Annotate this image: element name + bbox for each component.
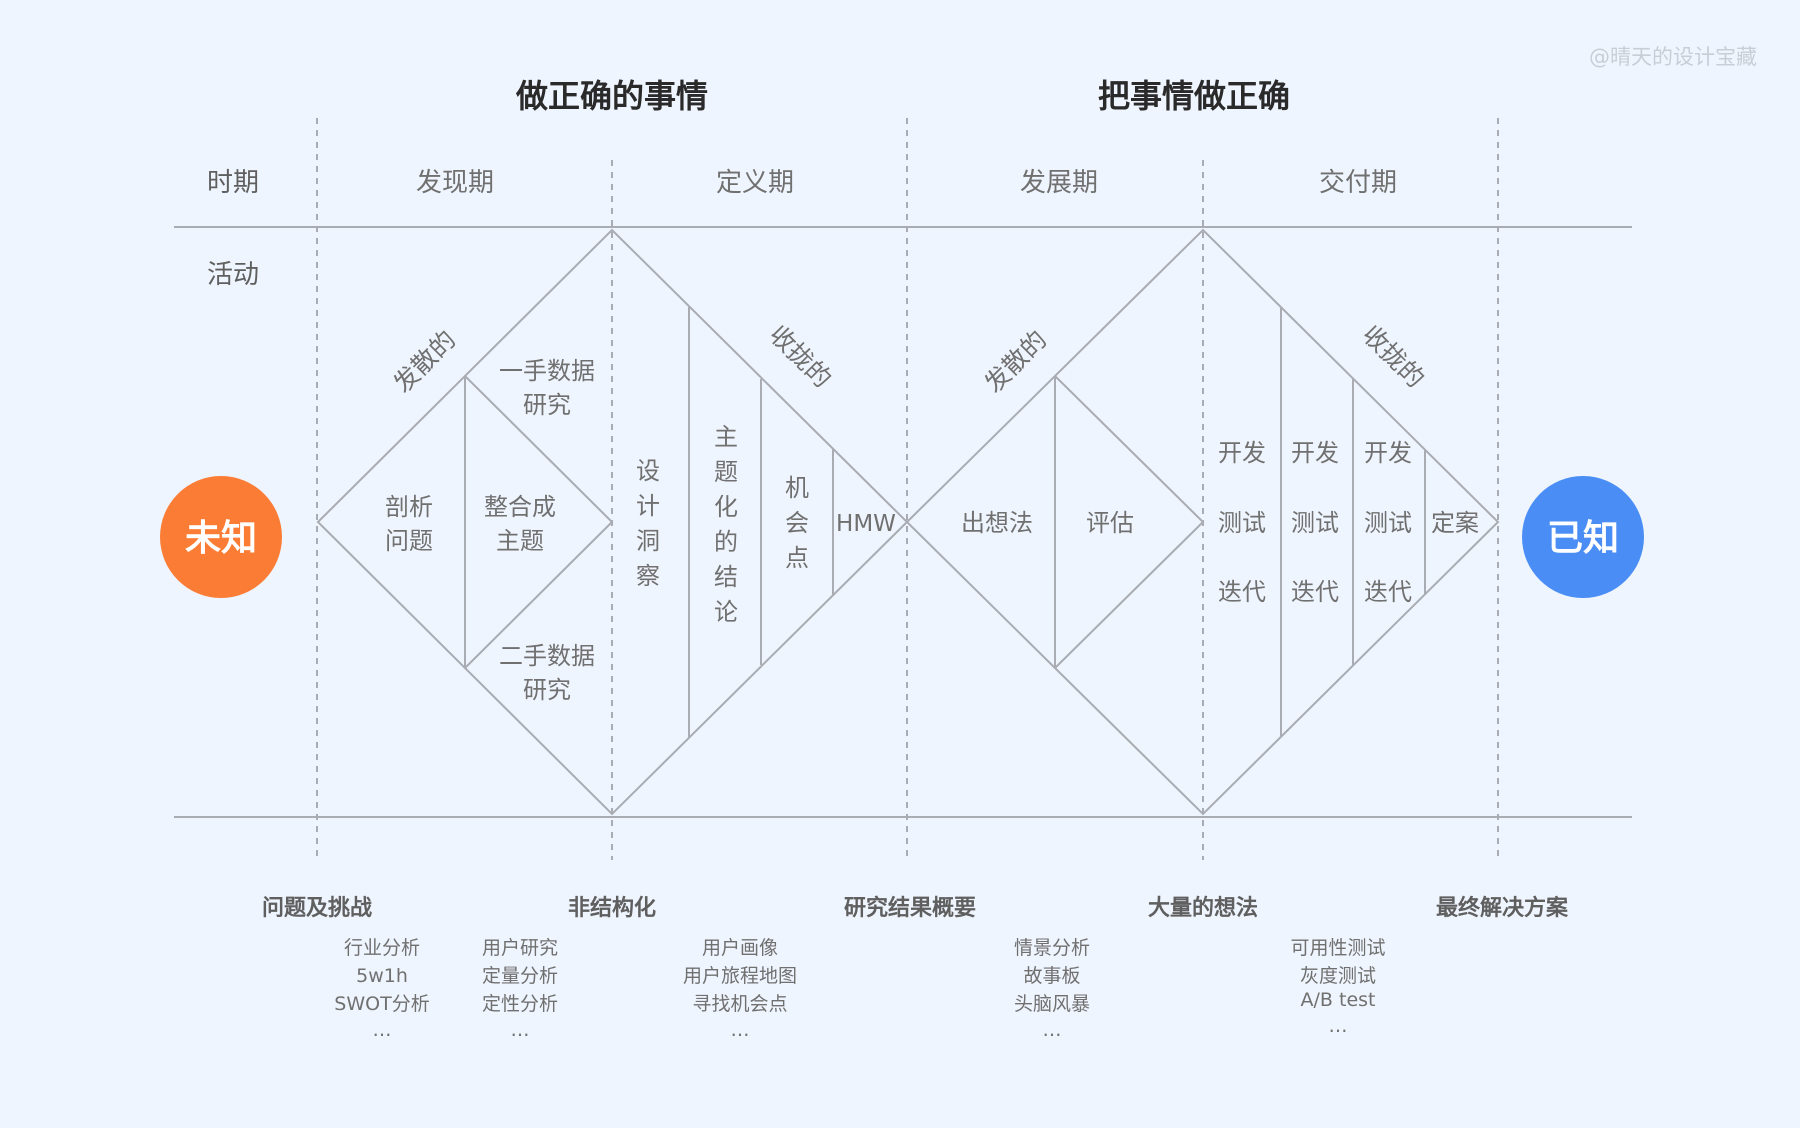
diamond-2-outline [905, 228, 1500, 816]
method-item: 定量分析 [482, 965, 558, 987]
d2-ideate: 出想法 [961, 509, 1033, 537]
phase-discover: 发现期 [416, 168, 494, 198]
method-item: … [511, 1019, 530, 1041]
outcome-final-solution: 最终解决方案 [1436, 895, 1569, 921]
start-unknown-label: 未知 [185, 518, 257, 559]
d1-secondary-line-2: 研究 [523, 676, 571, 704]
method-item: 故事板 [1023, 965, 1080, 987]
d1-synthesize-line-2: 主题 [496, 527, 544, 555]
methods-scenario: 情景分析 故事板 头脑风暴 … [1014, 937, 1090, 1041]
d1-analyze-line-2: 问题 [385, 527, 433, 555]
method-item: 行业分析 [344, 937, 420, 959]
phase-develop: 发展期 [1020, 168, 1098, 198]
methods-industry: 行业分析 5w1h SWOT分析 … [334, 937, 429, 1041]
d1-analyze-line-1: 剖析 [385, 493, 433, 521]
diamond-develop-deliver [905, 228, 1500, 816]
d1-diverge-label: 发散的 [388, 325, 462, 399]
end-known-label: 已知 [1547, 518, 1619, 559]
method-item: SWOT分析 [334, 993, 429, 1015]
outcome-problems-challenges: 问题及挑战 [262, 896, 372, 921]
d1-conclusion-char-3: 化 [714, 493, 738, 521]
d1-insight-char-3: 洞 [636, 527, 660, 555]
methods-persona: 用户画像 用户旅程地图 寻找机会点 … [683, 937, 797, 1041]
method-item: 5w1h [356, 965, 408, 987]
d1-synthesize-line-1: 整合成 [484, 493, 556, 521]
method-item: 情景分析 [1014, 937, 1090, 959]
outcome-many-ideas: 大量的想法 [1148, 895, 1258, 921]
method-item: 寻找机会点 [692, 993, 787, 1015]
d1-insight-char-4: 察 [636, 562, 660, 590]
d1-primary-line-1: 一手数据 [499, 357, 595, 385]
d2-cycle-1-iterate: 迭代 [1218, 578, 1266, 606]
start-unknown-circle [160, 476, 282, 598]
method-item: … [1043, 1019, 1062, 1041]
outcome-unstructured: 非结构化 [568, 895, 656, 921]
d1-conclusion-char-6: 论 [714, 598, 738, 626]
d1-converge-label: 收拢的 [764, 320, 838, 394]
d1-primary-line-2: 研究 [523, 391, 571, 419]
d2-cycle-1-test: 测试 [1218, 509, 1266, 537]
method-item: 定性分析 [482, 993, 558, 1015]
method-item: 头脑风暴 [1014, 993, 1090, 1015]
method-item: … [731, 1019, 750, 1041]
d1-conclusion-char-1: 主 [714, 423, 738, 451]
watermark: @晴天的设计宝藏 [1589, 45, 1757, 69]
methods-user-research: 用户研究 定量分析 定性分析 … [482, 937, 558, 1041]
d2-cycle-2-test: 测试 [1291, 509, 1339, 537]
outcome-research-summary: 研究结果概要 [844, 895, 976, 921]
d2-evaluate: 评估 [1086, 509, 1134, 537]
d2-final: 定案 [1431, 509, 1479, 537]
method-item: 灰度测试 [1300, 965, 1376, 987]
d1-conclusion-char-5: 结 [714, 563, 738, 591]
header-do-right-things: 做正确的事情 [515, 77, 708, 115]
d1-opportunity-char-1: 机 [785, 474, 809, 502]
d2-converge-label: 收拢的 [1357, 320, 1431, 394]
method-item: 用户研究 [482, 937, 558, 959]
d1-opportunity-char-3: 点 [785, 544, 809, 572]
row-label-activity: 活动 [207, 260, 259, 290]
row-label-period: 时期 [207, 168, 259, 198]
method-item: 用户画像 [702, 937, 778, 959]
d1-secondary-line-1: 二手数据 [499, 642, 595, 670]
discover-inner-right [464, 375, 614, 669]
header-do-things-right: 把事情做正确 [1098, 77, 1290, 115]
method-item: … [373, 1019, 392, 1041]
d2-cycle-2-develop: 开发 [1291, 439, 1339, 467]
d2-cycle-3-iterate: 迭代 [1364, 578, 1412, 606]
develop-inner-right [1054, 375, 1205, 669]
d1-conclusion-char-2: 题 [714, 458, 738, 486]
phase-define: 定义期 [716, 168, 794, 198]
method-item: A/B test [1301, 989, 1376, 1011]
method-item: … [1329, 1015, 1348, 1037]
d1-hmw: HMW [836, 511, 896, 537]
d1-conclusion-char-4: 的 [714, 528, 738, 556]
method-item: 用户旅程地图 [683, 965, 797, 987]
phase-deliver: 交付期 [1319, 168, 1397, 198]
methods-usability: 可用性测试 灰度测试 A/B test … [1290, 937, 1385, 1037]
d1-insight-char-2: 计 [636, 492, 660, 520]
end-known-circle [1522, 476, 1644, 598]
d1-insight-char-1: 设 [636, 457, 660, 485]
d2-diverge-label: 发散的 [979, 325, 1053, 399]
d2-cycle-3-test: 测试 [1364, 509, 1412, 537]
d2-cycle-2-iterate: 迭代 [1291, 578, 1339, 606]
d2-cycle-1-develop: 开发 [1218, 439, 1266, 467]
d1-opportunity-char-2: 会 [785, 509, 809, 537]
d2-cycle-3-develop: 开发 [1364, 439, 1412, 467]
method-item: 可用性测试 [1290, 937, 1385, 959]
